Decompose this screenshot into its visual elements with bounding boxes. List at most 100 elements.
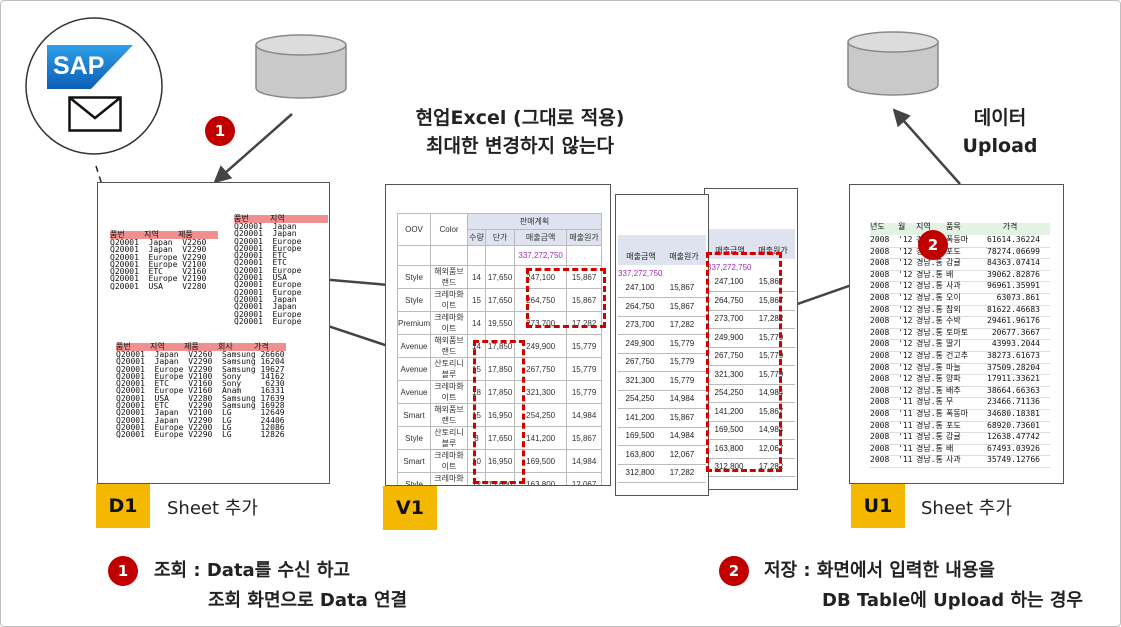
legend-step-one-line1: 조회 : Data를 수신 하고 (154, 560, 351, 581)
u1-cell: 경남.통 (916, 443, 943, 453)
v1-back-amount: 321,300 (714, 369, 744, 379)
u1-cell: 37509.28204 (987, 362, 1040, 372)
v1-h-qty: 수량 (467, 229, 486, 246)
v1-back-cost: 15,779 (669, 338, 695, 348)
step-one-badge: 1 (205, 116, 235, 146)
v1-h-price: 단가 (484, 229, 516, 246)
u1-cell: '12 (898, 339, 913, 349)
d1-left-col: 제품 (178, 230, 193, 239)
d1-row: Q20001 Europe V2190 (110, 274, 207, 284)
u1-cell: '11 (898, 408, 913, 418)
u1-cell: '12 (898, 327, 913, 337)
v1-back-cost: 17,282 (758, 314, 784, 323)
v1-back-gridline (707, 346, 795, 348)
u1-cell: 2008 (870, 432, 890, 442)
u1-cell: 67493.03926 (987, 443, 1040, 453)
v1-back-h-cost: 매출원가 (758, 246, 788, 255)
d1-sheet-add-label: Sheet 추가 (167, 498, 258, 519)
v1-cell: 크레마화이트 (430, 288, 469, 312)
u1-cell: 34680.18381 (987, 408, 1040, 418)
v1-cell: 17,850 (484, 334, 516, 358)
v1-h-cost: 매출원가 (566, 229, 602, 246)
d1-left-col: 지역 (144, 230, 159, 239)
v1-highlight-amounts (526, 268, 606, 328)
v1-back-amount: 254,250 (714, 388, 744, 397)
u1-cell: '11 (898, 443, 913, 453)
u1-cell: 39062.82876 (987, 269, 1040, 279)
d1-row: Q20001 Japan V2260 Samsung 26660 (116, 350, 285, 359)
d1-right-col: 지역 (270, 214, 285, 223)
v1-cell: 해외품브랜드 (430, 403, 469, 427)
v1-back-amount: 312,800 (625, 468, 655, 477)
v1-cell: 15,779 (566, 380, 602, 404)
u1-cell: 배 (946, 443, 954, 453)
u1-cell: 마늘 (946, 362, 961, 372)
d1-row: Q20001 Japan V2290 LG 24406 (116, 415, 285, 425)
v1-cell: 15,779 (566, 334, 602, 358)
d1-row: Q20001 Japan (234, 302, 297, 312)
sap-logo-text: SAP (53, 52, 105, 80)
u1-cell: 68920.73601 (987, 420, 1040, 430)
d1-left-header: 품번 지역 제품 (110, 231, 218, 239)
u1-cell: '12 (898, 246, 913, 256)
v1-back-cost: 15,779 (758, 332, 784, 342)
u1-cell: 경남.통 (916, 350, 943, 360)
v1-back-cost: 12,067 (669, 449, 695, 459)
v1-cell: Smart (396, 449, 432, 473)
v1-back-gridline (707, 328, 795, 329)
v1-back-amount: 273,700 (625, 320, 655, 329)
v1-cell: 264,750 (514, 288, 568, 312)
u1-col: 월 (898, 222, 906, 231)
u1-cell: 2008 (870, 327, 890, 337)
v1-back-gridline (618, 315, 706, 317)
v1-cell: 14,984 (566, 403, 602, 427)
v1-back-h-amount: 매출금액 (715, 246, 745, 255)
v1-highlight-back (706, 252, 782, 472)
v1-back-cost: 14,984 (669, 394, 695, 403)
u1-cell: 경남.통 (916, 397, 943, 407)
u1-cell: 2008 (870, 292, 890, 302)
d1-right-col: 품번 (234, 214, 249, 223)
v1-back-gridline (618, 482, 706, 483)
u1-cell: 폭동마 (946, 408, 969, 418)
u1-cell: 2008 (870, 316, 890, 326)
u1-cell: '11 (898, 455, 913, 465)
u1-cell: 12638.47742 (987, 432, 1040, 442)
v1-back-h-cost: 매출원가 (669, 252, 699, 261)
d1-bottom-block: 품번 지역 제품 회사 가격 Q20001 Japan V2260 Samsun… (116, 343, 286, 439)
v1-back-amount: 267,750 (625, 357, 655, 366)
u1-cell: 29461.96176 (987, 316, 1040, 326)
d1-row: Q20001 Europe (234, 316, 302, 326)
database-icon-left (255, 34, 347, 99)
v1-cell: 크레마화이트 (430, 472, 469, 485)
v1-cell: 14 (467, 311, 486, 335)
legend-step-two-line1: 저장 : 화면에서 입력한 내용을 (764, 560, 995, 581)
v1-cell: Style (396, 472, 432, 485)
d1-right-header: 품번 지역 (234, 215, 328, 223)
d1-bottom-col: 지역 (150, 342, 165, 351)
tag-v1: V1 (383, 486, 437, 530)
u1-cell: 84363.07414 (987, 258, 1040, 268)
d1-row: Q20001 ETC V2160 Sony 6230 (116, 379, 285, 389)
d1-row: Q20001 Europe V2100 (110, 259, 207, 269)
v1-back-gridline (618, 408, 706, 409)
v1-back-gridline (618, 426, 706, 428)
v1-cell: 15,779 (566, 357, 602, 381)
d1-row: Q20001 Japan V2260 (110, 238, 207, 247)
v1-back-gridline (618, 334, 706, 335)
v1-back-gridline (707, 383, 795, 385)
sap-logo: SAP (47, 45, 133, 89)
v1-back-amount: 321,300 (625, 375, 655, 385)
